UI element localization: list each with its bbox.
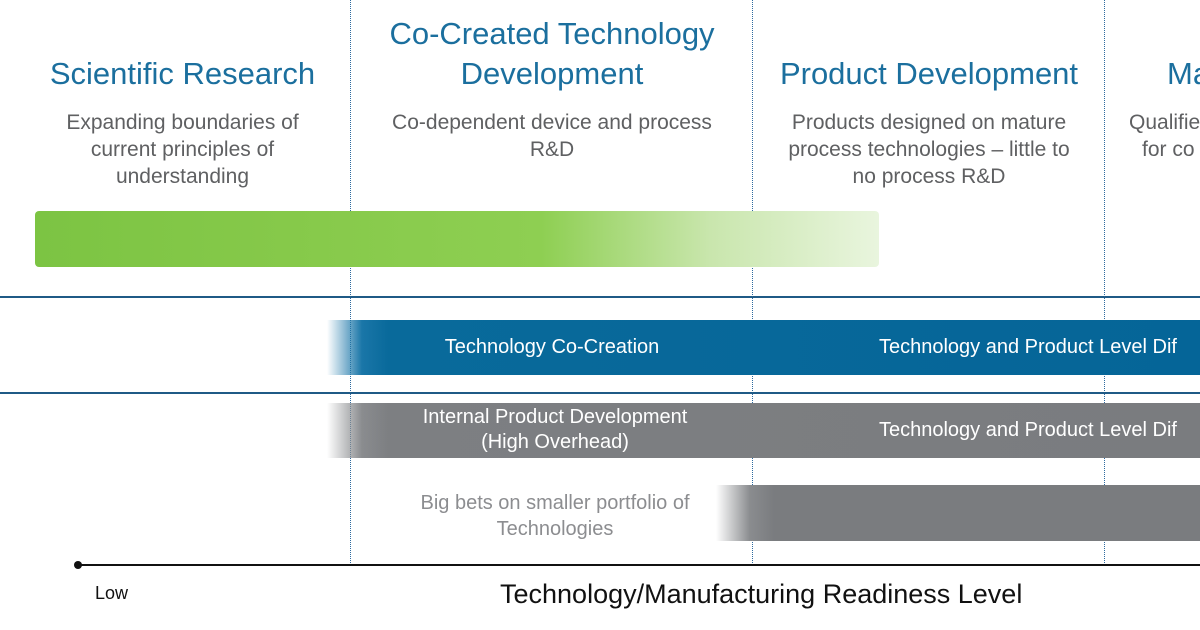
scientific-research-bar bbox=[35, 211, 879, 267]
phase-description-line: R&D bbox=[529, 138, 575, 161]
big-bets-label: Big bets on smaller portfolio of Technol… bbox=[352, 490, 758, 542]
phase-description-manufacturing: Qualifie for co bbox=[1129, 109, 1200, 163]
phase-title-text: Product Development bbox=[779, 56, 1079, 91]
phase-title-text: Ma bbox=[1167, 56, 1200, 91]
big-bets-label-line: Big bets on smaller portfolio of bbox=[420, 492, 690, 514]
phase-title-line: Development bbox=[460, 56, 644, 91]
phase-description-line: process technologies – little to bbox=[788, 138, 1070, 161]
phase-description-line: Products designed on mature bbox=[791, 111, 1067, 134]
phase-title-co-created-technology: Co-Created Technology Development bbox=[352, 14, 752, 94]
phase-description-product-development: Products designed on mature process tech… bbox=[756, 109, 1102, 190]
phase-description-co-created-technology: Co-dependent device and process R&D bbox=[352, 109, 752, 163]
phase-description-line: for co bbox=[1142, 138, 1195, 161]
section-divider bbox=[0, 392, 1200, 394]
section-divider bbox=[0, 296, 1200, 298]
phase-description-line: no process R&D bbox=[852, 165, 1006, 188]
phase-description-line: Expanding boundaries of bbox=[66, 111, 299, 134]
phase-title-product-development: Product Development bbox=[756, 54, 1102, 94]
phase-title-manufacturing: Ma bbox=[1167, 54, 1200, 94]
band-label-line: Internal Product Development bbox=[422, 406, 688, 428]
axis-low-label: Low bbox=[95, 583, 129, 603]
band-label-text: Technology and Product Level Dif bbox=[879, 419, 1177, 441]
phase-description-line: understanding bbox=[115, 165, 250, 188]
phase-divider bbox=[350, 0, 351, 565]
axis-title: Technology/Manufacturing Readiness Level bbox=[500, 579, 1023, 609]
phase-description-scientific-research: Expanding boundaries of current principl… bbox=[35, 109, 330, 190]
phase-divider bbox=[1104, 0, 1105, 565]
band-label-differentiation: Technology and Product Level Dif bbox=[879, 335, 1177, 360]
phase-description-line: Qualifie bbox=[1129, 111, 1200, 134]
phase-title-line: Co-Created Technology bbox=[389, 16, 715, 51]
band-label-line: (High Overhead) bbox=[481, 431, 629, 453]
phase-description-line: Co-dependent device and process bbox=[392, 111, 712, 134]
phase-title-text: Scientific Research bbox=[49, 56, 316, 91]
technology-co-creation-band bbox=[327, 320, 1200, 375]
phase-divider bbox=[752, 0, 753, 565]
internal-product-development-band bbox=[327, 403, 1200, 458]
readiness-axis bbox=[78, 564, 1200, 566]
band-label-technology-co-creation: Technology Co-Creation bbox=[352, 335, 752, 360]
phase-title-scientific-research: Scientific Research bbox=[35, 54, 330, 94]
phase-description-line: current principles of bbox=[90, 138, 275, 161]
band-label-text: Technology Co-Creation bbox=[444, 336, 660, 358]
band-label-internal-product-development: Internal Product Development (High Overh… bbox=[352, 405, 758, 455]
big-bets-label-line: Technologies bbox=[496, 518, 614, 540]
big-bets-band bbox=[716, 485, 1200, 541]
band-label-text: Technology and Product Level Dif bbox=[879, 336, 1177, 358]
band-label-differentiation: Technology and Product Level Dif bbox=[879, 418, 1177, 443]
